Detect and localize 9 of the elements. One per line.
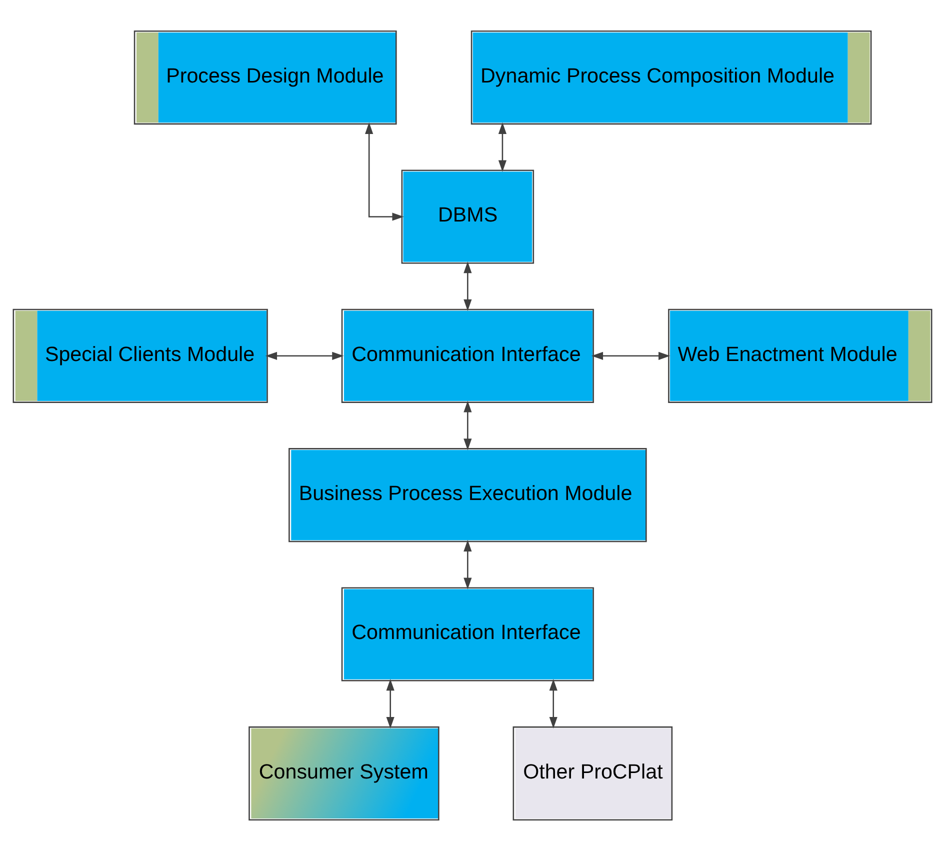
arrow — [549, 678, 558, 728]
arrow — [464, 539, 472, 589]
arrow — [265, 351, 344, 360]
arrow — [498, 122, 507, 172]
arrow — [464, 400, 472, 450]
arrow — [464, 261, 472, 311]
arrow — [591, 351, 670, 360]
arrow — [386, 678, 394, 728]
arrow — [365, 122, 404, 220]
